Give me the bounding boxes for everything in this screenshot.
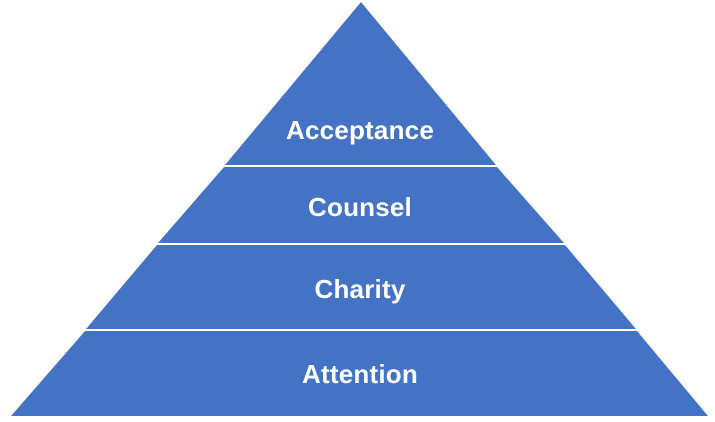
pyramid-tier-charity [86,245,636,329]
tier-label-counsel: Counsel [308,192,412,222]
pyramid-tier-acceptance [225,2,496,165]
tier-label-attention: Attention [302,359,418,389]
tier-label-charity: Charity [315,274,406,304]
pyramid-tier-counsel [158,167,564,243]
pyramid-tier-attention [11,331,708,416]
tier-label-acceptance: Acceptance [286,115,434,145]
